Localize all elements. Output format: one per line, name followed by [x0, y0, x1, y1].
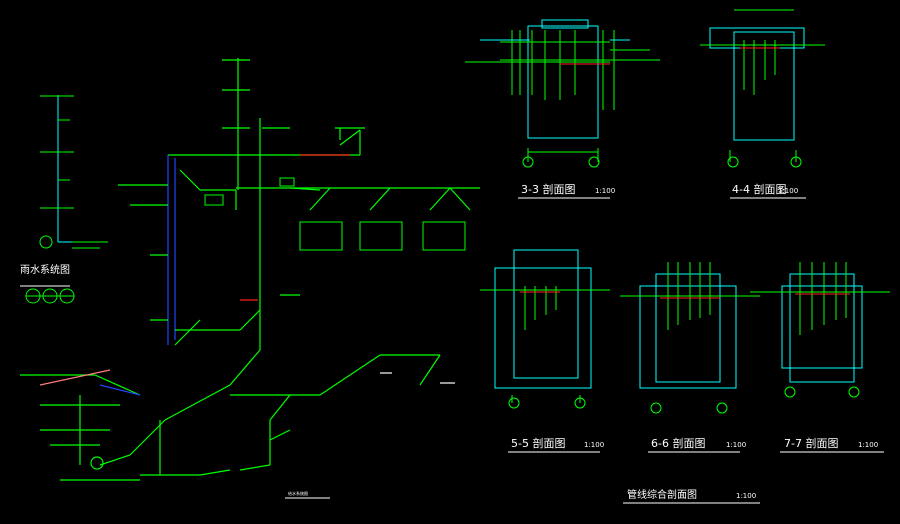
fixture-boxes	[204, 177, 466, 251]
section-7-7-scale: 1:100	[858, 441, 878, 449]
section-5-5-scale: 1:100	[584, 441, 604, 449]
section-3-3-axis-markers	[522, 156, 600, 168]
section-4-4-drawing	[700, 9, 825, 162]
combined-section-scale: 1:100	[736, 492, 756, 500]
section-3-3-title: 3-3 剖面图	[521, 182, 575, 196]
section-6-6-scale: 1:100	[726, 441, 746, 449]
rain-system-diagram	[20, 95, 108, 287]
legend-symbols	[25, 288, 75, 304]
rain-system-title: 雨水系统图	[20, 263, 70, 276]
section-4-4-axis-markers	[727, 156, 802, 168]
section-6-6-drawing	[620, 262, 760, 389]
section-5-5-title: 5-5 剖面图	[511, 436, 565, 450]
section-3-3-scale: 1:100	[595, 187, 615, 195]
section-5-5-drawing	[480, 249, 610, 403]
section-7-7-axis-markers	[784, 386, 860, 398]
section-7-7-title: 7-7 剖面图	[784, 436, 838, 450]
section-6-6-title: 6-6 剖面图	[651, 436, 705, 450]
section-5-5-axis-markers	[508, 397, 586, 409]
combined-section-title: 管线综合剖面图	[627, 488, 697, 501]
section-4-4-scale: 1:100	[778, 187, 798, 195]
section-6-6-axis-markers	[650, 402, 728, 414]
section-7-7-drawing	[750, 262, 890, 383]
section-4-4-title: 4-4 剖面图	[732, 182, 786, 196]
water-supply-pipes	[20, 58, 480, 481]
section-3-3-drawing	[465, 19, 660, 162]
water-supply-title: 给水系统图	[288, 490, 308, 496]
